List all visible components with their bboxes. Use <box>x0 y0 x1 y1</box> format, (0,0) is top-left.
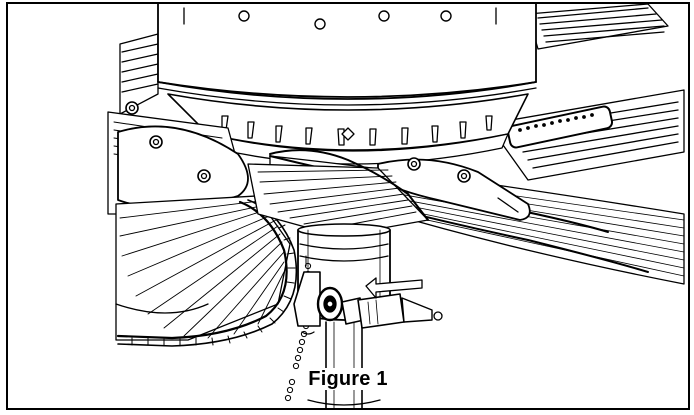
ceiling-fan-motor-illustration <box>107 4 685 408</box>
figure-caption-text: Figure 1 <box>302 368 394 390</box>
blade-bracket-front <box>377 157 531 221</box>
figure-caption: Figure 1 <box>8 368 688 391</box>
fan-blade-lower-left <box>115 195 298 347</box>
figure-frame: Figure 1 <box>6 2 690 410</box>
light-kit-plug <box>341 293 443 329</box>
downrod <box>307 321 381 408</box>
pull-chain-switch <box>293 271 344 335</box>
fan-blade-right <box>487 89 685 181</box>
motor-housing <box>157 4 537 106</box>
fan-blade-upper-left <box>119 33 159 115</box>
insert-direction-arrow <box>365 277 423 299</box>
fan-blade-upper-right <box>527 4 669 50</box>
